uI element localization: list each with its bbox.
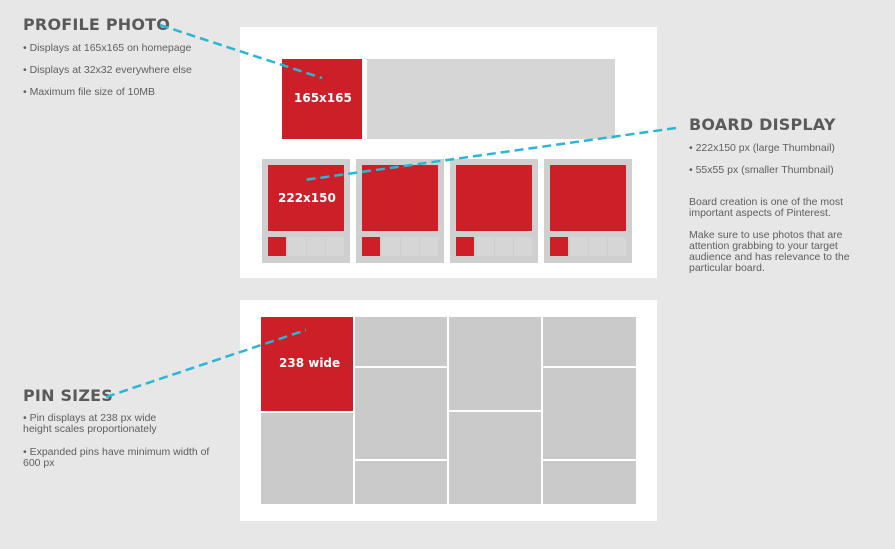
- board-thumbnail-large: [456, 165, 532, 231]
- board-display-heading: BOARD DISPLAY: [689, 115, 836, 134]
- board-thumbnail-small: [268, 237, 286, 256]
- board-thumbnail-small-placeholder: [382, 237, 400, 256]
- board-thumbnail-small-placeholder: [589, 237, 607, 256]
- profile-board-panel: 165x165 222x150: [240, 27, 657, 278]
- profile-avatar: 165x165: [282, 59, 362, 139]
- pin-placeholder: [449, 317, 541, 410]
- board-thumbnail-large: [362, 165, 438, 231]
- profile-bullet-1: • Displays at 165x165 on homepage: [23, 42, 192, 54]
- pin-highlight: 238 wide: [261, 317, 353, 411]
- board-thumbnail-small-placeholder: [495, 237, 513, 256]
- profile-photo-heading: PROFILE PHOTO: [23, 15, 171, 34]
- profile-banner-placeholder: [367, 59, 615, 139]
- pins-bullet-2: • Expanded pins have minimum width of 60…: [23, 446, 210, 469]
- pin-placeholder: [449, 412, 541, 504]
- pin-placeholder: [261, 413, 353, 504]
- board-thumbnail-small: [456, 237, 474, 256]
- board-thumbnail-large: [550, 165, 626, 231]
- profile-bullet-3: • Maximum file size of 10MB: [23, 86, 156, 98]
- pin-grid-panel: 238 wide: [240, 300, 657, 521]
- board-thumbnail-large: 222x150: [268, 165, 344, 231]
- pin-placeholder: [543, 461, 636, 504]
- board-card: [544, 159, 632, 263]
- pin-placeholder: [355, 461, 447, 504]
- board-thumbnail-small-placeholder: [514, 237, 532, 256]
- board-card: [450, 159, 538, 263]
- board-paragraph-2: Make sure to use photos that are attenti…: [689, 229, 850, 274]
- board-card: 222x150: [262, 159, 350, 263]
- board-paragraph-1: Board creation is one of the most import…: [689, 196, 844, 219]
- pin-placeholder: [543, 317, 636, 366]
- board-card: [356, 159, 444, 263]
- board-thumbnail-label: 222x150: [278, 191, 336, 205]
- profile-bullet-2: • Displays at 32x32 everywhere else: [23, 64, 192, 76]
- board-bullet-2: • 55x55 px (smaller Thumbnail): [689, 164, 834, 176]
- pins-bullet-1: • Pin displays at 238 px wide height sca…: [23, 412, 157, 435]
- board-thumbnail-small: [550, 237, 568, 256]
- board-thumbnail-small-placeholder: [288, 237, 306, 256]
- pin-highlight-label: 238 wide: [279, 356, 341, 370]
- board-thumbnail-small-placeholder: [307, 237, 325, 256]
- board-thumbnail-small-placeholder: [608, 237, 626, 256]
- profile-avatar-label: 165x165: [294, 91, 352, 105]
- board-thumbnail-small-placeholder: [476, 237, 494, 256]
- board-thumbnail-small: [362, 237, 380, 256]
- board-thumbnail-small-placeholder: [420, 237, 438, 256]
- pin-placeholder: [543, 368, 636, 459]
- board-thumbnail-small-placeholder: [570, 237, 588, 256]
- board-bullet-1: • 222x150 px (large Thumbnail): [689, 142, 835, 154]
- board-thumbnail-small-placeholder: [326, 237, 344, 256]
- board-thumbnail-small-placeholder: [401, 237, 419, 256]
- pin-placeholder: [355, 317, 447, 366]
- pin-sizes-heading: PIN SIZES: [23, 386, 113, 405]
- pin-placeholder: [355, 368, 447, 459]
